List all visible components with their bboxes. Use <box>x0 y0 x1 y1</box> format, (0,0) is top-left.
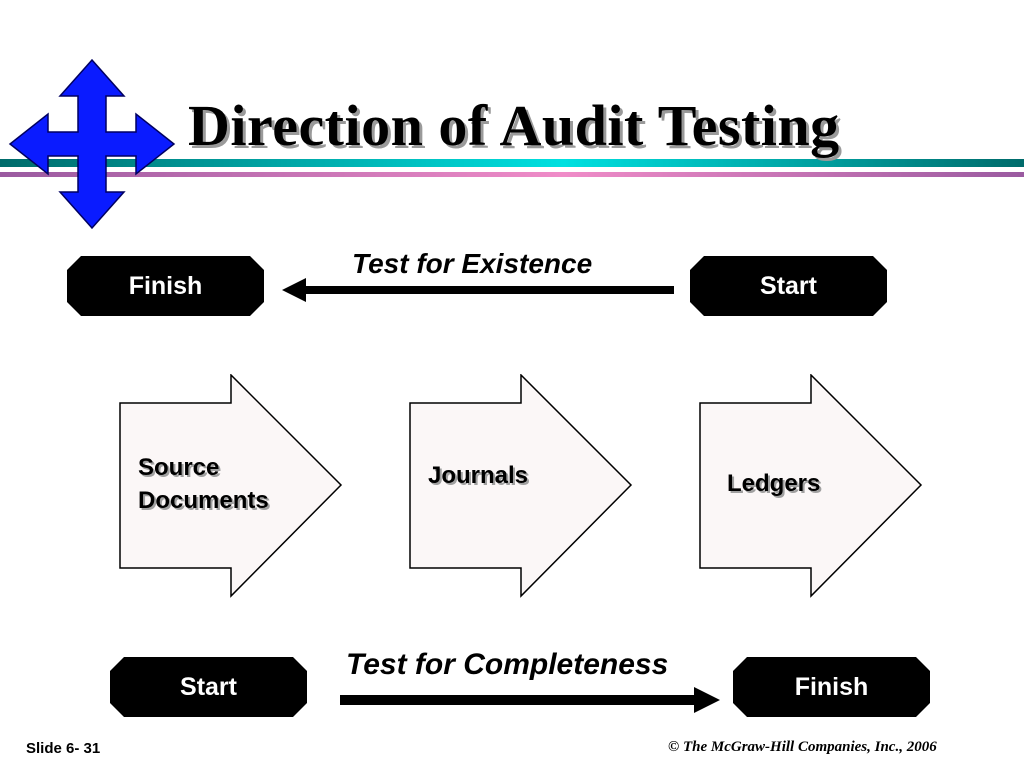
record-label: Ledgers <box>727 467 820 500</box>
record-label-line1: Journals <box>428 462 529 489</box>
record-source-documents: Source Documents <box>119 374 343 598</box>
completeness-start-box: Start <box>110 657 307 717</box>
record-label-line2: Documents <box>138 487 269 514</box>
record-label: Source Documents <box>138 451 269 517</box>
slide-title: Direction of Audit Testing <box>188 93 840 158</box>
existence-finish-label: Finish <box>128 271 203 300</box>
existence-arrow <box>282 278 674 302</box>
existence-start-label: Start <box>760 271 817 300</box>
record-label-line1: Source <box>138 454 220 481</box>
record-label: Journals <box>428 459 528 492</box>
header-rule <box>0 159 1024 177</box>
existence-start-box: Start <box>690 256 887 316</box>
record-label-line1: Ledgers <box>727 470 821 497</box>
completeness-arrow <box>340 687 720 713</box>
completeness-label: Test for Completeness <box>346 648 669 681</box>
record-journals: Journals <box>409 374 633 598</box>
existence-label: Test for Existence <box>352 248 593 279</box>
header-bar-pink <box>0 172 1024 177</box>
completeness-finish-label: Finish <box>794 672 869 701</box>
completeness-start-label: Start <box>180 672 237 701</box>
record-ledgers: Ledgers <box>699 374 923 598</box>
completeness-finish-box: Finish <box>733 657 930 717</box>
four-way-arrow-icon <box>8 58 176 230</box>
slide-number: Slide 6- 31 <box>26 740 101 757</box>
copyright-notice: © The McGraw-Hill Companies, Inc., 2006 <box>668 739 937 755</box>
header-bar-teal <box>0 159 1024 167</box>
existence-finish-box: Finish <box>67 256 264 316</box>
